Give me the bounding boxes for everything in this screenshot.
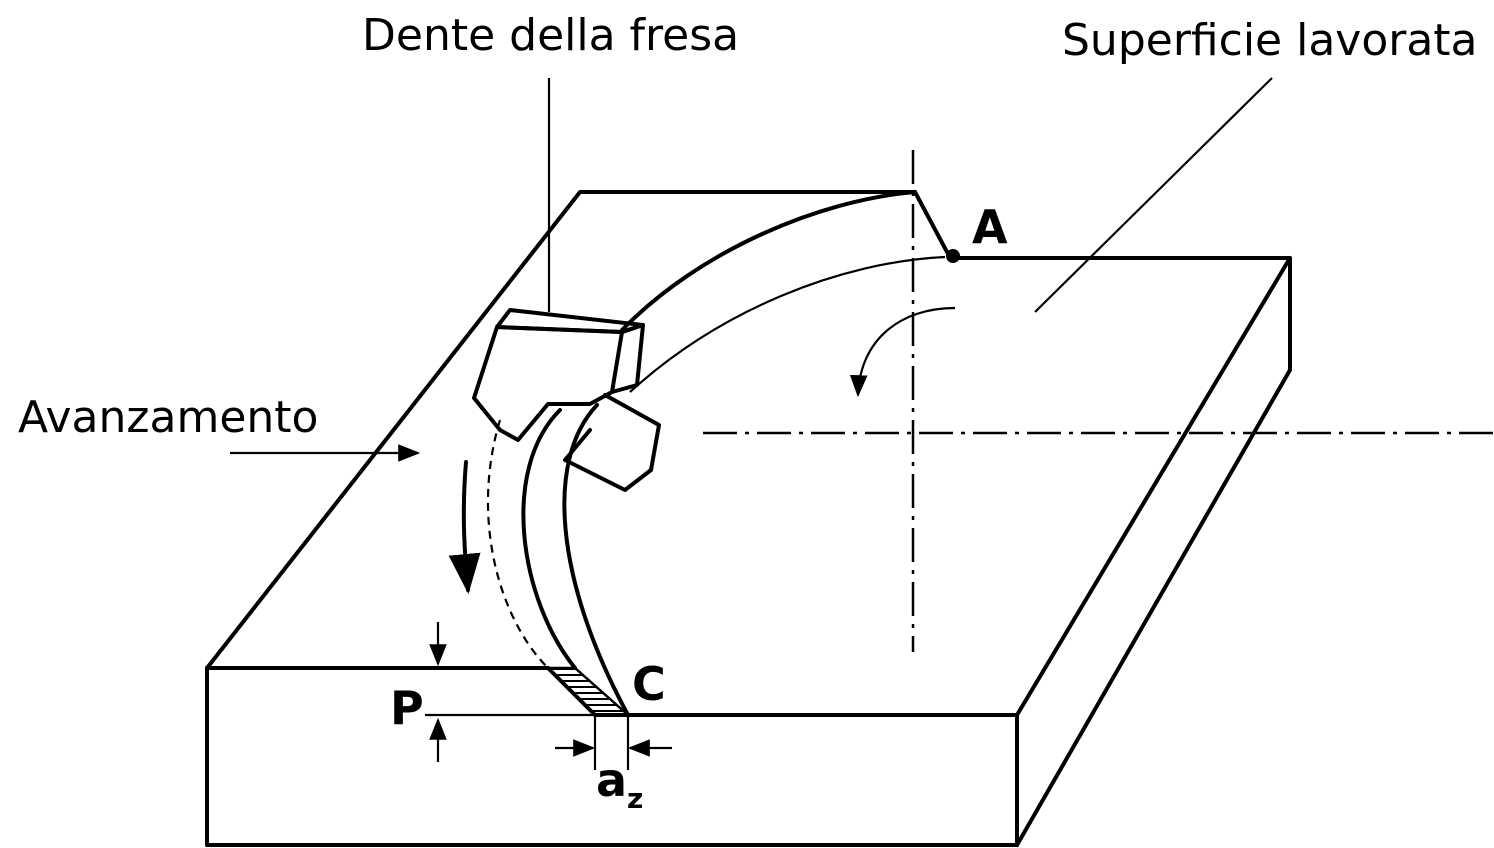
cut-direction-arrow (448, 460, 481, 594)
feed-per-tooth-main: a (596, 753, 627, 807)
workpiece-block (205, 190, 1292, 847)
machined-surface-label: Superficie lavorata (1062, 15, 1478, 66)
rotation-arrow (849, 306, 956, 398)
point-a-label: A (972, 200, 1008, 254)
point-a-marker (946, 249, 960, 263)
feed-per-tooth-label: az (596, 753, 643, 815)
surface-leader-line (1034, 77, 1273, 313)
depth-p-label: P (390, 681, 424, 735)
cutter-path (486, 190, 946, 717)
cutter-tooth-label: Dente della fresa (362, 10, 739, 61)
feed-per-tooth-sub: z (627, 782, 643, 815)
feed-per-tooth-dimension (555, 715, 672, 770)
feed-label: Avanzamento (18, 392, 318, 443)
cutter-tooth (472, 308, 661, 492)
depth-p-dimension (425, 622, 595, 762)
point-c-label: C (632, 657, 666, 711)
